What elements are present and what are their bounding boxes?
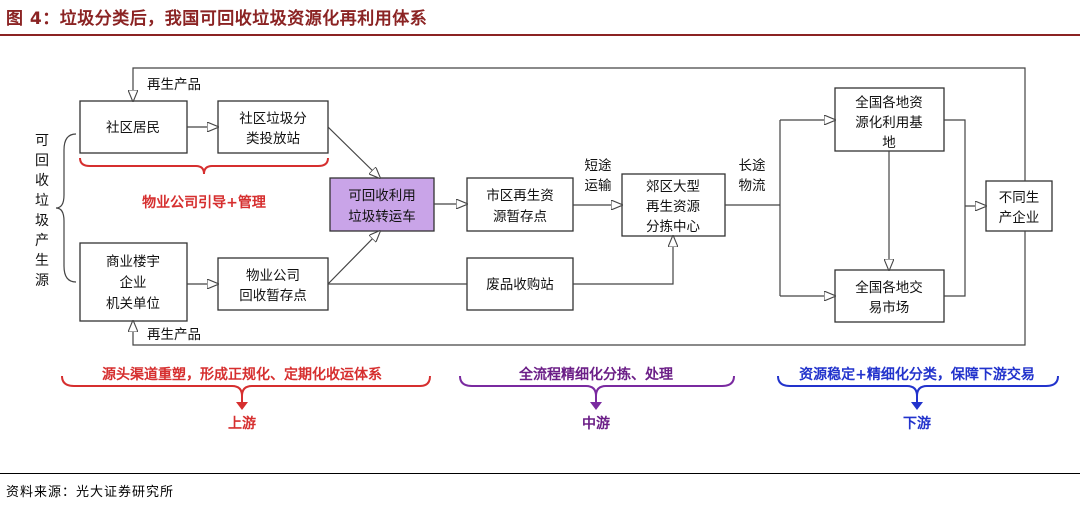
upstream-desc: 源头渠道重塑，形成正规化、定期化收运体系 [102,366,382,383]
enterprises-label: 产企业 [999,209,1040,226]
enterprises-label: 不同生 [999,190,1040,206]
line-merge [944,119,966,297]
side-label-char: 生 [35,253,49,269]
city-storage-box [466,177,574,232]
arrow-property-truck [327,231,380,285]
commercial-box [79,242,188,322]
recycled-bottom-label: 再生产品 [147,327,201,343]
arrow-recycled-bottom [133,231,1026,346]
source-rule [0,473,1080,474]
property-guidance-bracket [79,157,329,175]
national-base-label: 全国各地资 [855,94,923,111]
enterprises-box [985,180,1053,232]
downstream-label: 下游 [903,415,931,432]
national-base-label: 地 [882,135,896,151]
commercial-label: 机关单位 [106,296,160,312]
side-label-char: 回 [35,153,49,169]
arrow-recycled-top [133,67,1026,181]
suburb-center-label: 郊区大型 [646,178,700,195]
upstream-arrowhead [236,402,248,410]
residents-label: 社区居民 [106,120,160,136]
side-label-char: 可 [35,133,49,149]
waste-station-label: 废品收购站 [486,277,554,293]
figure-title: 图 4：垃圾分类后，我国可回收垃圾资源化再利用体系 [6,9,428,29]
property-storage-label: 回收暂存点 [239,288,307,304]
city-storage-label: 源暂存点 [493,209,547,225]
side-label: 可 回 收 垃 圾 产 生 源 [35,133,49,289]
source-note: 资料来源：光大证券研究所 [6,485,175,500]
side-label-char: 垃 [35,193,49,209]
commercial-label: 企业 [120,274,147,291]
suburb-center-label: 分拣中心 [646,219,700,235]
side-label-char: 产 [35,233,49,249]
title-rule [0,34,1080,36]
suburb-center-label: 再生资源 [646,199,700,215]
long-transport-label: 长途 [739,157,767,174]
community-station-box [217,100,329,154]
long-transport-label: 物流 [739,178,767,194]
downstream-desc: 资源稳定+精细化分类，保障下游交易 [799,366,1035,383]
national-market-label: 全国各地交 [855,279,923,296]
side-label-char: 收 [35,173,49,189]
city-storage-label: 市区再生资 [486,187,554,204]
side-label-char: 圾 [35,213,49,229]
side-brace [55,133,77,283]
transfer-truck-label: 垃圾转运车 [348,208,416,225]
arrow-station-truck [327,126,380,178]
upstream-label: 上游 [228,415,256,432]
recycled-top-label: 再生产品 [147,77,201,93]
short-transport-label: 短途 [585,157,613,174]
property-storage-label: 物业公司 [246,268,300,284]
commercial-label: 商业楼宇 [106,254,160,270]
side-label-char: 源 [35,273,49,289]
transfer-truck-label: 可回收利用 [348,188,416,204]
residents-box [79,100,188,154]
arrow-waste-suburb [573,236,673,285]
midstream-label: 中游 [582,415,610,432]
waste-station-box [466,257,574,311]
community-station-label: 类投放站 [246,131,300,147]
community-station-label: 社区垃圾分 [239,111,307,127]
national-base-label: 源化利用基 [855,114,923,131]
downstream-arrowhead [911,402,923,410]
short-transport-label: 运输 [585,178,613,194]
midstream-arrowhead [590,402,602,410]
property-guidance-label: 物业公司引导+管理 [142,194,266,211]
national-market-label: 易市场 [869,299,910,316]
midstream-desc: 全流程精细化分拣、处理 [518,366,673,383]
